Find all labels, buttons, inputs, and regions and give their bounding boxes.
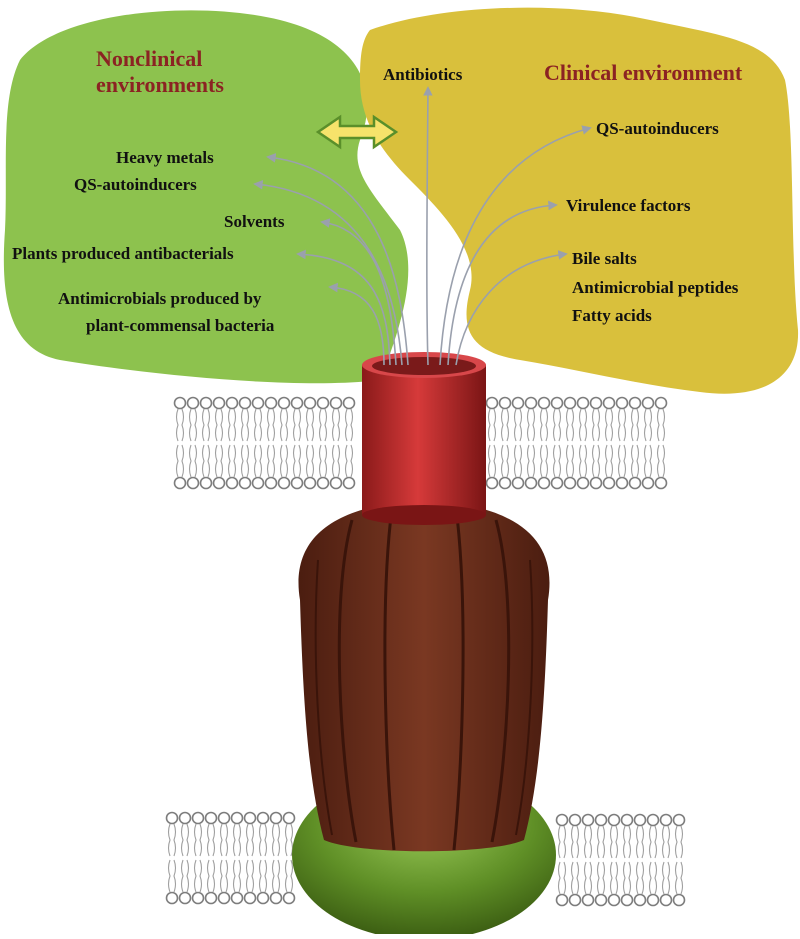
lower-membrane-right — [555, 813, 686, 907]
nonclinical-blob — [3, 10, 409, 384]
arrow-heavy-metals — [266, 153, 409, 366]
label-fatty-acids: Fatty acids — [572, 306, 652, 325]
label-antimicrobials-line2: plant-commensal bacteria — [86, 316, 275, 335]
label-virulence-factors: Virulence factors — [566, 196, 691, 215]
nonclinical-title-line1: Nonclinical — [96, 46, 202, 71]
label-heavy-metals: Heavy metals — [116, 148, 214, 167]
arrow-antimicrobials — [328, 282, 385, 366]
pump-channel — [362, 352, 486, 525]
pump-body — [298, 500, 550, 852]
arrow-plants — [296, 249, 391, 366]
arrow-bile — [455, 250, 568, 366]
label-qs-autoinducers-clinical: QS-autoinducers — [596, 119, 719, 138]
arrow-qs-nonclinical — [253, 179, 403, 366]
nonclinical-title-line2: environments — [96, 72, 224, 97]
lower-membrane-left — [165, 811, 296, 905]
clinical-title: Clinical environment — [544, 60, 743, 85]
arrow-antibiotics — [423, 86, 433, 366]
label-antimicrobials-line1: Antimicrobials produced by — [58, 289, 262, 308]
label-qs-autoinducers-nonclinical: QS-autoinducers — [74, 175, 197, 194]
clinical-blob — [360, 7, 799, 394]
efflux-arrows — [253, 86, 592, 366]
double-arrow-icon — [315, 114, 399, 150]
upper-membrane — [173, 396, 668, 490]
arrow-solvents — [320, 218, 397, 366]
label-antibiotics: Antibiotics — [383, 65, 463, 84]
arrow-virulence — [447, 200, 558, 366]
label-bile-salts: Bile salts — [572, 249, 637, 268]
label-antimicrobial-peptides: Antimicrobial peptides — [572, 278, 739, 297]
label-solvents: Solvents — [224, 212, 285, 231]
arrow-qs-clinical — [439, 125, 592, 366]
label-plant-antibacterials: Plants produced antibacterials — [12, 244, 234, 263]
